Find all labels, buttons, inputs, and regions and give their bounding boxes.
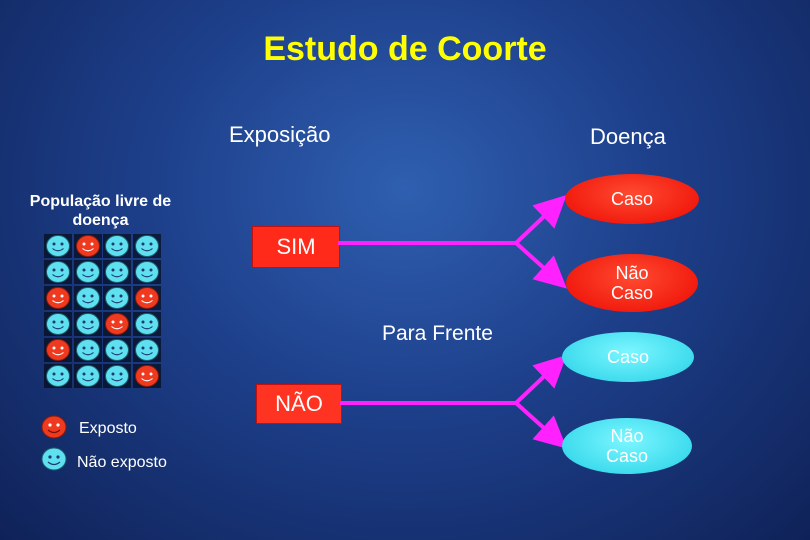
exposed-face-icon [73, 234, 102, 258]
unexposed-face-icon [103, 260, 131, 284]
direction-label: Para Frente [382, 322, 493, 345]
unexposed-face-icon [44, 234, 72, 258]
unexposed-face-icon [103, 286, 131, 310]
unexposed-face-icon [132, 338, 161, 362]
unexposed-face-icon [44, 260, 72, 284]
exposed-noncase-label-2: Caso [610, 283, 654, 303]
exposed-face-icon [44, 338, 72, 362]
population-grid [44, 234, 166, 392]
legend-exposed-icon [40, 414, 68, 445]
unexposed-face-icon [103, 338, 131, 362]
unexposed-face-icon [73, 312, 102, 336]
unexposed-face-icon [44, 312, 72, 336]
nao-arrow-to-case [514, 354, 567, 405]
unexposed-noncase-label-2: Caso [605, 446, 649, 466]
exposed-case-label: Caso [610, 189, 654, 209]
unexposed-case-oval: Caso [562, 332, 694, 382]
sim-arrow-to-noncase [514, 241, 567, 289]
exposed-face-icon [44, 286, 72, 310]
unexposed-face-icon [132, 234, 161, 258]
exposed-face-icon [103, 312, 131, 336]
unexposed-face-icon [73, 260, 102, 284]
exposed-case-oval: Caso [565, 174, 699, 224]
unexposed-face-icon [73, 338, 102, 362]
exposed-yes-box: SIM [252, 226, 340, 268]
exposed-noncase-label-1: Não [615, 263, 649, 283]
unexposed-face-icon [73, 364, 102, 388]
population-label: População livre de doença [29, 193, 172, 229]
unexposed-face-icon [103, 234, 131, 258]
exposed-face-icon [132, 286, 161, 310]
unexposed-case-label: Caso [606, 347, 650, 367]
nao-arrow-to-noncase [514, 401, 567, 449]
disease-header: Doença [590, 124, 666, 149]
page-title: Estudo de Coorte [263, 30, 547, 68]
exposed-noncase-oval: Não Caso [566, 254, 698, 312]
legend-unexposed-icon [40, 446, 68, 477]
exposure-header: Exposição [229, 122, 331, 147]
legend-unexposed-label: Não exposto [77, 454, 167, 471]
sim-arrow-to-case [514, 194, 567, 245]
exposed-face-icon [132, 364, 161, 388]
unexposed-noncase-oval: Não Caso [562, 418, 692, 474]
unexposed-face-icon [44, 364, 72, 388]
unexposed-face-icon [103, 364, 131, 388]
exposed-no-box: NÃO [256, 384, 342, 424]
unexposed-face-icon [132, 260, 161, 284]
unexposed-noncase-label-1: Não [610, 426, 644, 446]
unexposed-face-icon [73, 286, 102, 310]
legend-exposed-label: Exposto [79, 420, 137, 437]
unexposed-face-icon [132, 312, 161, 336]
